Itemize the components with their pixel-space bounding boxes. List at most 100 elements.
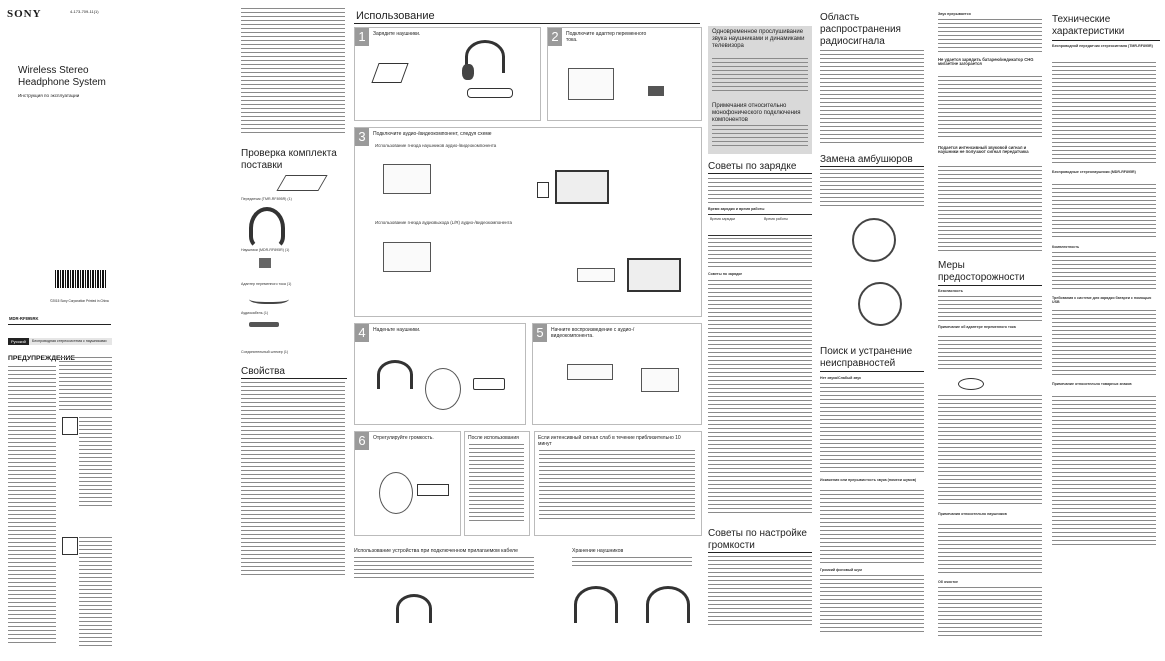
copyright: ©2015 Sony Corporation Printed in China xyxy=(50,299,109,303)
language-tab-label: Русский xyxy=(8,338,29,345)
step-3-sub2: Использование гнезда аудиовыхода (L/R) а… xyxy=(375,220,512,225)
distort-text xyxy=(820,490,924,564)
spec-title: Технические характеристики xyxy=(1052,14,1125,37)
sound-break-text xyxy=(938,19,1042,53)
av-source xyxy=(567,364,613,380)
package-item-1: Передатчик (TMR-RF895R) (1) xyxy=(241,197,292,201)
step-1-panel: 1 Зарядите наушники. xyxy=(354,27,541,121)
step-6-panel: 6 Отрегулируйте громкость. xyxy=(354,431,461,536)
portable-player xyxy=(537,182,549,198)
volume-text xyxy=(708,556,812,626)
weee-icon xyxy=(62,417,78,435)
charging-text xyxy=(708,178,812,204)
cleaning-sub: Об очистке xyxy=(938,580,958,584)
step-2-panel: 2 Подключите адаптер переменного тока. xyxy=(547,27,702,121)
storage-title: Хранение наушников xyxy=(572,548,624,554)
package-item-5: Соединительный штекер (1) xyxy=(241,350,289,354)
step-5-number: 5 xyxy=(533,324,547,342)
power-switch xyxy=(473,378,505,390)
distort-head: Искажения или прерывистость звука (помех… xyxy=(820,478,917,482)
step-5-panel: 5 Начните воспроизведение с аудио-/видео… xyxy=(532,323,702,425)
auto-off-text xyxy=(539,450,695,520)
tv-a xyxy=(555,170,609,204)
headphones-charging xyxy=(465,40,505,73)
trouble-title: Поиск и устранение неисправностей xyxy=(820,346,913,369)
warning-title: ПРЕДУПРЕЖДЕНИЕ xyxy=(8,355,75,362)
spec-sub-4: Требования к системе для зарядки батареи… xyxy=(1052,296,1152,305)
step-2-number: 2 xyxy=(548,28,562,46)
features-text xyxy=(241,382,345,578)
weee-text xyxy=(79,417,112,507)
transmitter-box-a xyxy=(383,164,431,194)
headphones-fold-b xyxy=(646,586,690,623)
transmitter-illustration xyxy=(276,175,328,191)
step-2-title: Подключите адаптер переменного тока. xyxy=(566,31,647,43)
simul-title: Одновременное прослушивание звука наушни… xyxy=(712,29,805,49)
storage-text xyxy=(572,557,692,567)
headphones-fold-a xyxy=(574,586,618,623)
safety-text xyxy=(938,296,1042,322)
intro-text xyxy=(241,8,345,136)
cable-use-text xyxy=(354,557,534,579)
table-head-2: Время работы xyxy=(764,217,789,221)
usage-area: Использование 1 Зарядите наушники. 2 Под… xyxy=(354,0,702,661)
step-4-panel: 4 Наденьте наушники. xyxy=(354,323,526,425)
features-rule xyxy=(241,378,347,379)
spec-sub-1: Беспроводной передатчик стереосигнала (T… xyxy=(1052,44,1153,48)
tv-b xyxy=(627,258,681,292)
auto-off-title: Если интенсивный сигнал слаб в течение п… xyxy=(538,435,681,447)
step-6-number: 6 xyxy=(355,432,369,450)
product-subtitle: Инструкция по эксплуатации xyxy=(18,93,80,98)
pair-text xyxy=(938,166,1042,252)
ac-adapter-illustration xyxy=(259,258,271,268)
language-tab: Русский Беспроводная стереосистема с нау… xyxy=(8,338,112,345)
transmitter-box-b xyxy=(383,242,431,272)
audio-cable-illustration xyxy=(249,292,289,304)
auto-off-panel: Если интенсивный сигнал слаб в течение п… xyxy=(534,431,702,536)
package-column: Проверка комплекта поставки Передатчик (… xyxy=(239,0,349,661)
pair-head: Подается интенсивный звуковой сигнал и н… xyxy=(938,145,1029,155)
adapter-text xyxy=(938,336,1042,372)
charging-title: Советы по зарядке xyxy=(708,161,797,172)
spec-sub-5: Примечание относительно товарных знаков xyxy=(1052,382,1132,386)
section-package-title: Проверка комплекта поставки xyxy=(241,148,337,171)
charge-tips-text xyxy=(708,280,812,515)
spec-sub-3: Комплектность xyxy=(1052,245,1080,249)
noise-text xyxy=(820,575,924,633)
cover-column: SONY 4-173-709-11(1) Wireless Stereo Hea… xyxy=(0,0,113,661)
adapter-text-2 xyxy=(938,395,1042,505)
product-title-2: Headphone System xyxy=(18,77,106,88)
laptop-illustration xyxy=(371,63,409,83)
specs-column: Технические характеристики Беспроводной … xyxy=(1050,0,1162,661)
spec-text-5 xyxy=(1052,396,1156,546)
step-1-number: 1 xyxy=(355,28,369,46)
package-item-2: Наушники (MDR-RF895R) (1) xyxy=(241,248,290,252)
person-head-2 xyxy=(379,472,413,514)
step-6-title: Отрегулируйте громкость. xyxy=(373,435,434,441)
led-indicator xyxy=(467,88,513,98)
spec-text-4 xyxy=(1052,310,1156,378)
headphones-illustration xyxy=(249,207,285,249)
battery-weee-icon xyxy=(62,537,78,555)
noise-head: Громкий фоновый шум xyxy=(820,568,862,572)
cleaning-text xyxy=(938,587,1042,637)
section-features-title: Свойства xyxy=(241,366,285,377)
volume-control xyxy=(417,484,449,496)
charge-footnotes xyxy=(708,238,812,268)
no-sound-head: Нет звука/Слабый звук xyxy=(820,376,862,380)
model-name: MDR-RF895RK xyxy=(9,316,39,321)
warning-text xyxy=(8,366,56,646)
step-3-sub1: Использование гнезда наушников аудио-/ви… xyxy=(375,143,497,148)
precautions-column: Звук прерывается Не удается зарядить бат… xyxy=(938,0,1042,661)
adapter-sub: Примечание об адаптере переменного тока xyxy=(938,325,1016,329)
transmitter-box xyxy=(568,68,614,100)
pads-rule xyxy=(820,166,924,167)
spec-text-3 xyxy=(1052,252,1156,292)
package-item-3: Адаптер переменного тока (1) xyxy=(241,282,292,286)
charge-sub2: Советы по зарядке xyxy=(708,272,743,276)
sound-break-head: Звук прерывается xyxy=(938,12,971,16)
safety-title: Меры предосторожности xyxy=(938,260,1025,283)
warning-text-2 xyxy=(59,357,112,412)
earpad-illustration-2 xyxy=(858,282,902,326)
